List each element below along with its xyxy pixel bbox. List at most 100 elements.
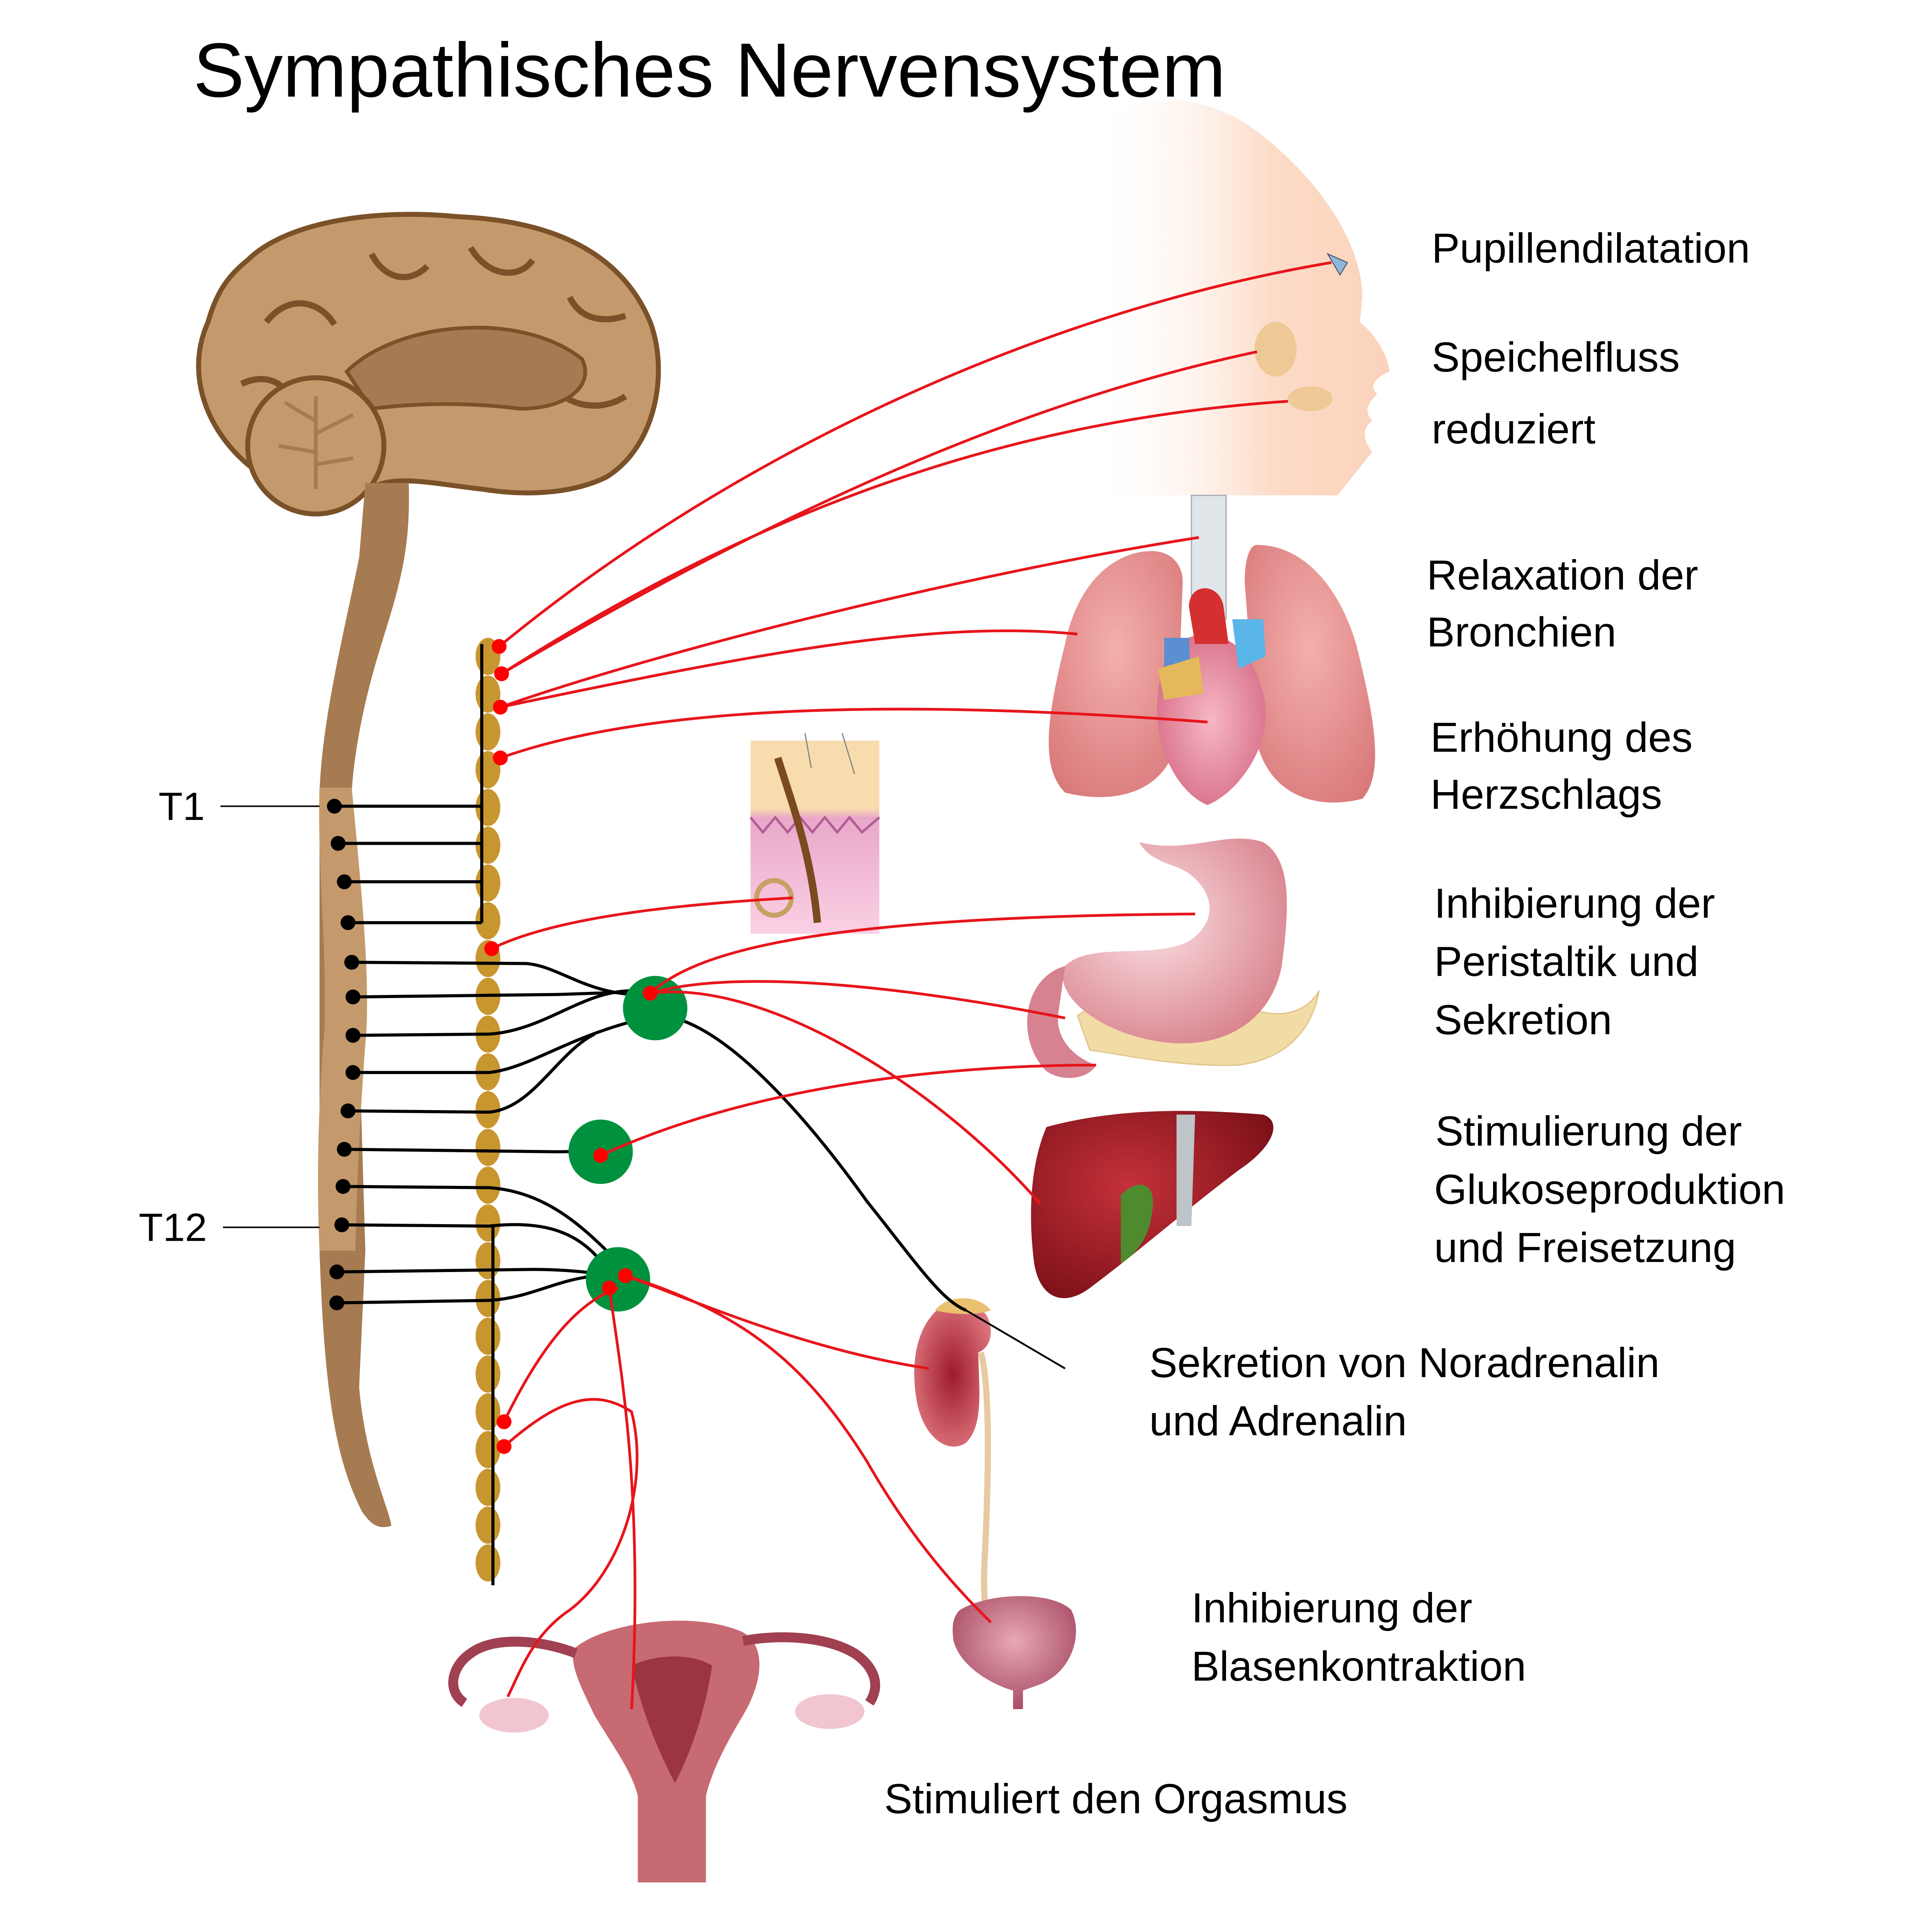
postganglionic-fiber [625, 1274, 992, 1624]
synapse-dot [618, 1268, 633, 1283]
synapse-dot [493, 699, 508, 715]
chain-ganglion [475, 713, 500, 751]
postganglionic-fiber [500, 536, 1199, 709]
chain-ganglion [475, 1204, 500, 1242]
synapse-dot [494, 666, 509, 681]
preganglionic-fiber [344, 1148, 601, 1153]
skin-hair-follicle-illustration [749, 733, 880, 934]
postganglionic-fiber [503, 1287, 619, 1423]
synapse-dot [497, 1439, 512, 1454]
postganglionic-fiber [600, 1063, 1096, 1157]
cord-neuron-dot [334, 1217, 349, 1233]
postganglionic-fiber [491, 896, 793, 950]
lungs-heart-illustration [1049, 495, 1375, 805]
chain-ganglion [475, 1544, 500, 1582]
postganglionic-fiber [500, 629, 1078, 709]
chain-ganglion [475, 1091, 500, 1128]
submandibular-gland [1288, 386, 1333, 412]
cord-neuron-dot [340, 1103, 355, 1119]
chain-ganglion [475, 1507, 500, 1544]
adrenal-gland [935, 1298, 991, 1314]
synapse-dot [643, 986, 658, 1001]
face-illustration [1090, 100, 1390, 496]
cord-neuron-dot [345, 989, 361, 1005]
chain-ganglion [475, 1469, 500, 1506]
liver-illustration [1031, 1111, 1274, 1298]
cord-neuron-dot [327, 799, 342, 814]
synapse-dot [492, 639, 507, 654]
fallopian-tubes [448, 1632, 880, 1707]
chain-ganglion [475, 1318, 500, 1355]
chain-ganglion [475, 1393, 500, 1430]
stomach-pancreas-illustration [1027, 838, 1320, 1078]
chain-ganglion [475, 1129, 500, 1166]
label-t12: T12 [139, 1205, 207, 1250]
cord-neuron-dot [344, 955, 359, 970]
cord-neuron-dot [335, 1179, 351, 1194]
label-t1: T1 [158, 784, 205, 828]
stomach [1063, 838, 1287, 1044]
postganglionic-fiber [650, 980, 1066, 1020]
synapse-dot [593, 1148, 608, 1163]
label-pupil: Pupillendilatation [1432, 224, 1750, 272]
postganglionic-fiber [501, 400, 1288, 675]
preganglionic-fiber [337, 1274, 601, 1304]
chain-ganglion [475, 1242, 500, 1279]
preganglionic-fiber [353, 989, 632, 1037]
cord-neuron-dot [337, 1142, 352, 1157]
postganglionic-fiber [650, 990, 1041, 1205]
cord-neuron-dot [345, 1028, 361, 1043]
chain-ganglion [475, 1355, 500, 1393]
right-lung [1245, 545, 1375, 803]
celiac-ganglion [623, 976, 687, 1041]
preganglionic-fiber [337, 1268, 601, 1275]
cord-neuron-dot [329, 1295, 345, 1311]
preganglionic-fiber [348, 1032, 595, 1114]
right-ovary [795, 1694, 865, 1729]
postganglionic-fiber [503, 1398, 639, 1697]
postganglionic-fiber [500, 707, 1208, 759]
chain-ganglion [475, 1167, 500, 1204]
synapse-dot [484, 941, 499, 956]
nerve-fibers [327, 261, 1332, 1709]
diagram-title: Sympathisches Nervensystem [193, 27, 1226, 113]
postganglionic-fiber [501, 350, 1257, 675]
duodenum [1027, 966, 1096, 1078]
synapse-dot [497, 1414, 512, 1429]
cord-neuron-dot [340, 915, 355, 930]
label-genital: Stimuliert den Orgasmus [884, 1775, 1347, 1822]
chain-ganglion [475, 1431, 500, 1468]
uterus-ovaries-illustration [448, 1621, 880, 1883]
postganglionic-fiber [608, 1287, 636, 1709]
parotid-gland [1254, 322, 1297, 377]
postganglionic-fiber [649, 912, 1195, 995]
kidney-adrenal-illustration [914, 1298, 991, 1611]
cord-neuron-dot [330, 836, 346, 851]
synapse-dot [493, 750, 508, 765]
chain-ganglion [475, 827, 500, 864]
spinal-cord [318, 483, 409, 1527]
preganglionic-fiber [342, 1223, 608, 1270]
preganglionic-fiber [343, 1185, 614, 1259]
brain-illustration [196, 212, 661, 517]
adrenal-leader-line [965, 1309, 1066, 1369]
ureter [978, 1351, 991, 1611]
kidney [914, 1301, 991, 1447]
cord-neuron-dot [329, 1264, 345, 1279]
chain-ganglion [475, 902, 500, 940]
cord-neuron-dot [337, 874, 352, 889]
left-lung [1049, 551, 1183, 797]
synapse-dot [602, 1281, 617, 1296]
sympathetic-ganglion-chain [475, 638, 500, 1585]
postganglionic-fiber [498, 261, 1332, 648]
gallbladder [1121, 1184, 1153, 1264]
cord-neuron-dot [345, 1065, 361, 1080]
